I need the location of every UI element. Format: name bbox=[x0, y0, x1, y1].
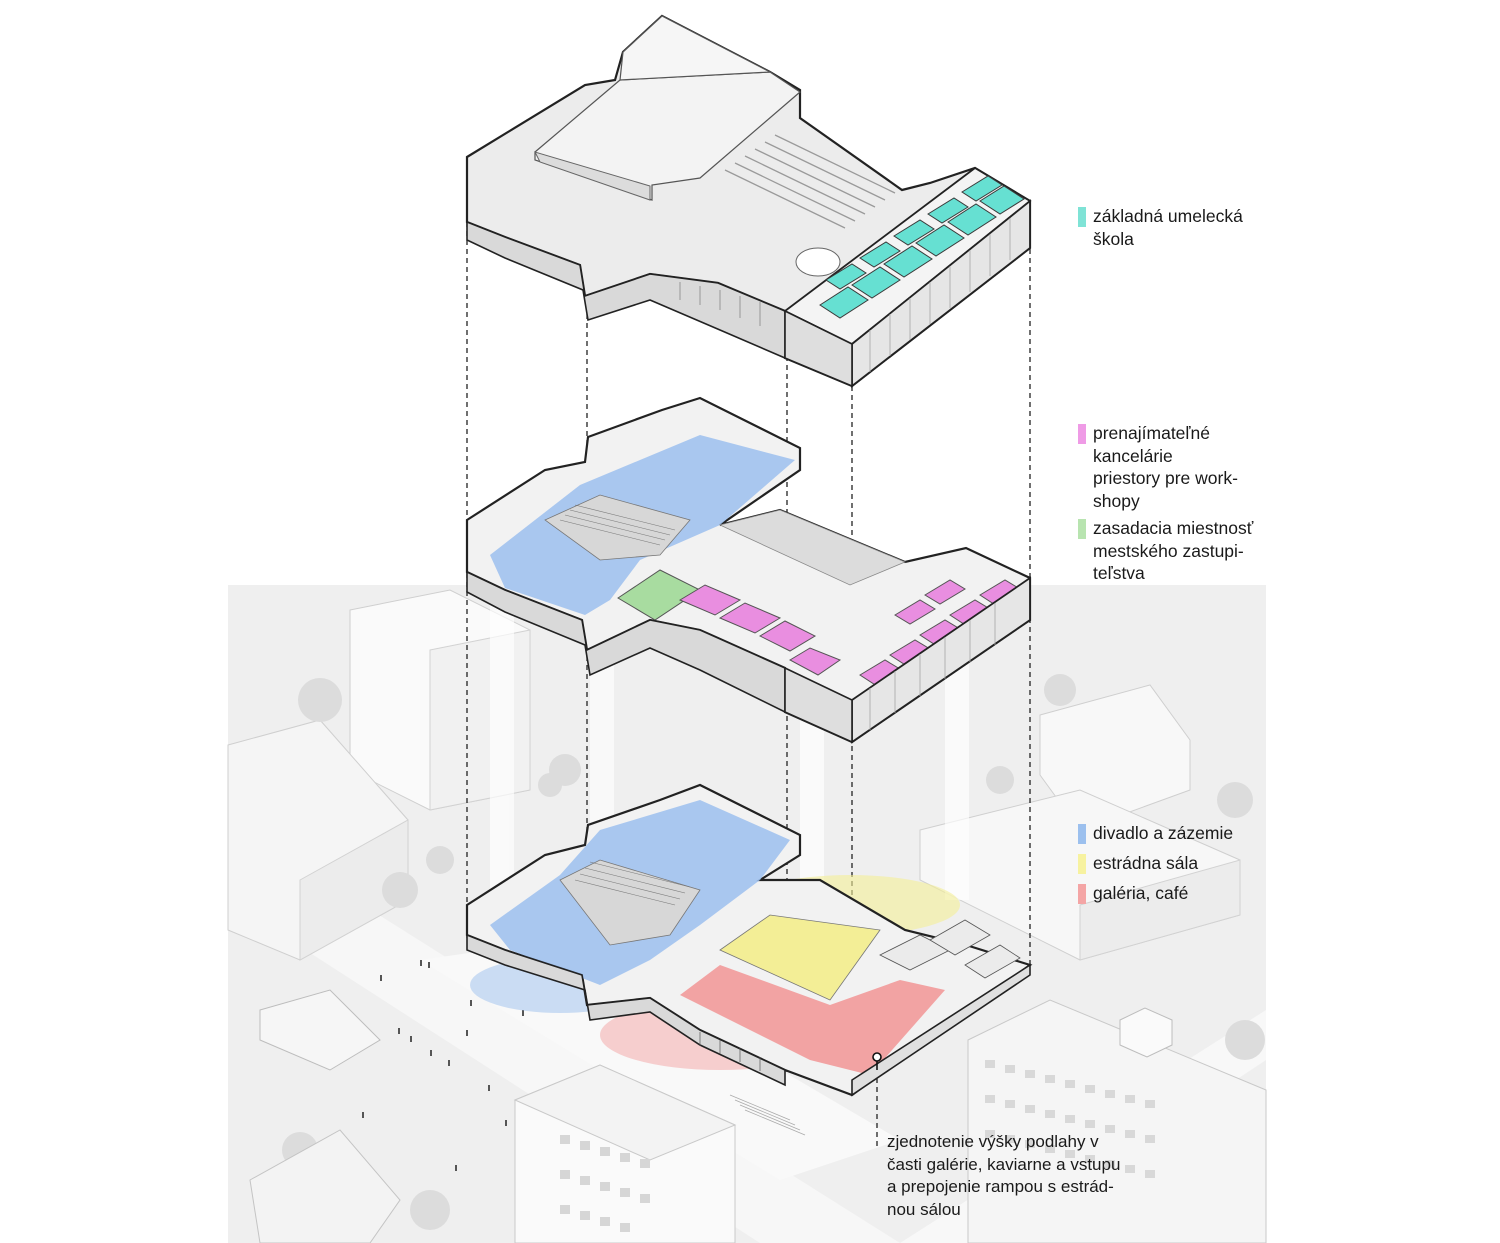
theatre-level-2 bbox=[490, 435, 795, 615]
level-2-floor bbox=[465, 396, 1032, 744]
office-rooms bbox=[678, 579, 1026, 689]
legend-item-event-hall: estrádna sála bbox=[1078, 852, 1198, 875]
legend-item-gallery-cafe: galéria, café bbox=[1078, 882, 1188, 905]
legend-swatch-green bbox=[1078, 519, 1086, 539]
floor-level-annotation: zjednotenie výšky podlahy v časti galéri… bbox=[887, 1132, 1121, 1219]
legend-label: zasadacia miestnosť mestského zastupi- t… bbox=[1093, 518, 1254, 583]
legend-label: galéria, café bbox=[1093, 883, 1189, 903]
legend-label: divadlo a zázemie bbox=[1093, 823, 1234, 843]
context-building bbox=[967, 999, 1267, 1243]
theatre-level-1 bbox=[490, 800, 790, 985]
legend-label: estrádna sála bbox=[1093, 853, 1199, 873]
legend-item-offices: prenajímateľné kancelárie priestory pre … bbox=[1078, 422, 1238, 512]
legend-swatch-yellow bbox=[1078, 854, 1086, 874]
legend-item-art-school: základná umelecká škola bbox=[1078, 205, 1243, 250]
context-building bbox=[1119, 1007, 1173, 1058]
legend-label: základná umelecká škola bbox=[1093, 206, 1243, 249]
legend-item-theatre: divadlo a zázemie bbox=[1078, 822, 1233, 845]
context-people bbox=[362, 960, 524, 1171]
legend-label: prenajímateľné kancelárie priestory pre … bbox=[1093, 423, 1238, 511]
legend-swatch-blue bbox=[1078, 824, 1086, 844]
level-1-floor bbox=[465, 783, 1033, 1136]
context-building bbox=[513, 1064, 737, 1243]
legend-swatch-pink bbox=[1078, 424, 1086, 444]
legend-swatch-red bbox=[1078, 884, 1086, 904]
level-3-floor bbox=[465, 14, 1032, 388]
legend-swatch-teal bbox=[1078, 207, 1086, 227]
art-school-rooms bbox=[819, 175, 1025, 319]
context-building bbox=[919, 684, 1241, 961]
legend-item-meeting-room: zasadacia miestnosť mestského zastupi- t… bbox=[1078, 517, 1253, 585]
